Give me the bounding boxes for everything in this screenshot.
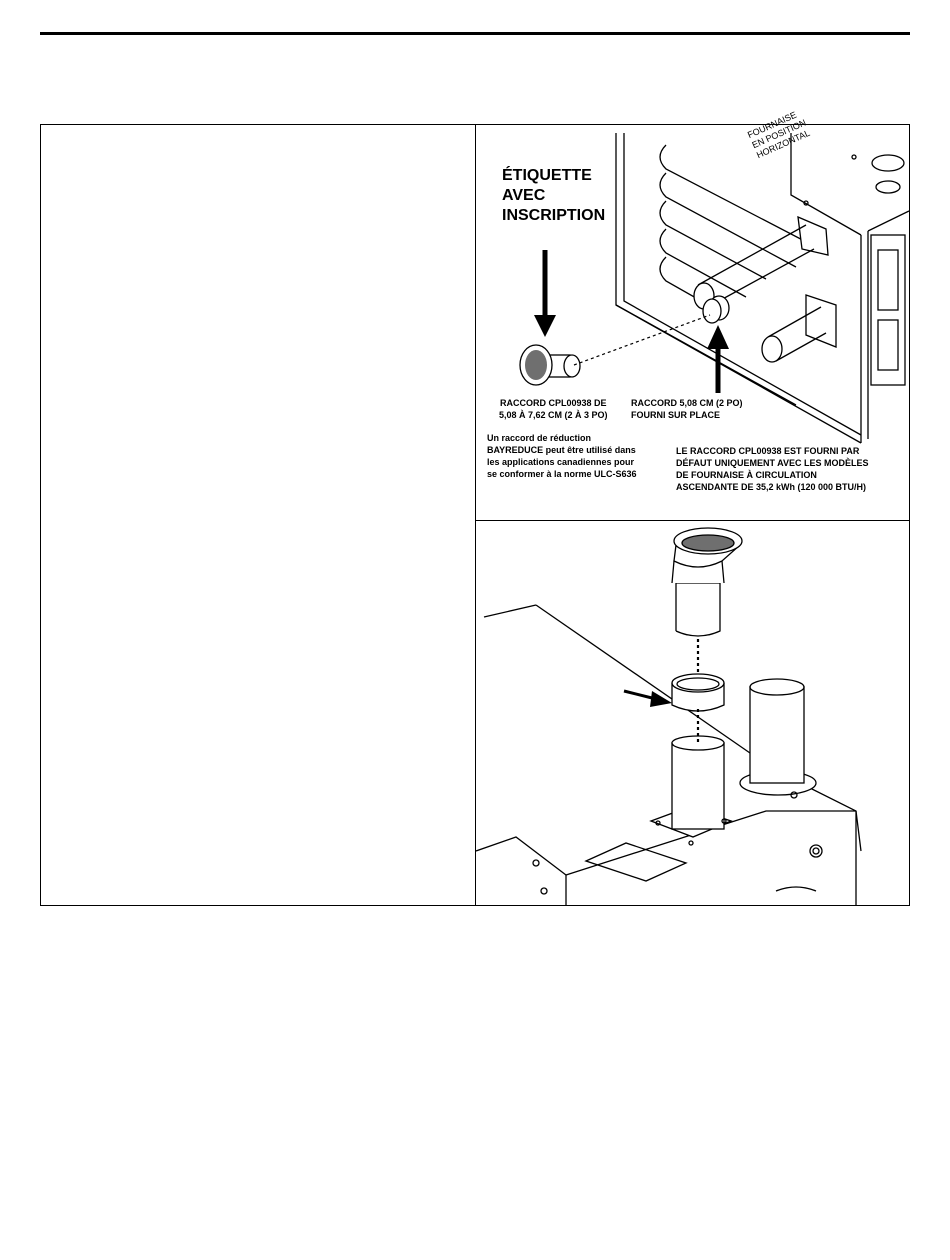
cpl00938-supply-note: LE RACCORD CPL00938 EST FOURNI PAR DÉFAU… bbox=[676, 446, 869, 492]
row-divider bbox=[475, 520, 909, 521]
empty-text-cell bbox=[41, 125, 475, 905]
header-rule bbox=[40, 32, 910, 35]
bayreduce-note: Un raccord de réduction BAYREDUCE peut ê… bbox=[487, 433, 637, 479]
cpl00938-fitting-label: RACCORD CPL00938 DE 5,08 À 7,62 CM (2 À … bbox=[499, 398, 608, 420]
upflow-furnace-illustration bbox=[476, 527, 862, 905]
figure-frame: ÉTIQUETTE AVEC INSCRIPTION FOURNAISE EN … bbox=[40, 110, 910, 906]
column-divider bbox=[475, 125, 476, 905]
horizontal-furnace-illustration bbox=[519, 133, 909, 444]
field-fitting-label: RACCORD 5,08 CM (2 PO) FOURNI SUR PLACE bbox=[631, 398, 743, 420]
label-with-inscription: ÉTIQUETTE AVEC INSCRIPTION bbox=[502, 167, 606, 224]
